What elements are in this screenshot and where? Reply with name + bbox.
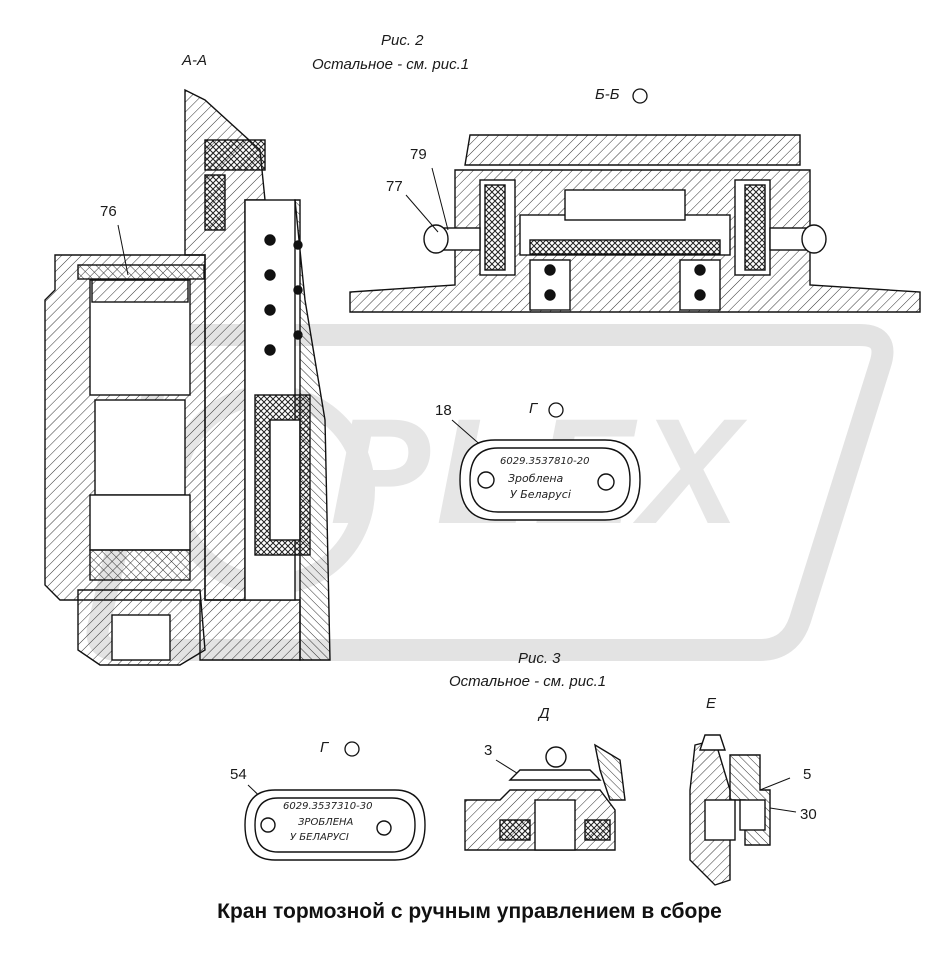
fig3-note: Остальное - см. рис.1 <box>449 673 607 690</box>
fig2-caption: Рис. 2 <box>381 32 424 49</box>
view-g-label-fig3: Г <box>320 739 329 756</box>
plate-bottom-line1: 6029.3537310-30 <box>283 801 373 812</box>
nameplate-top <box>459 439 641 521</box>
view-d-label: Д <box>539 705 550 722</box>
nameplate-bottom <box>244 789 426 861</box>
section-bb-drawing <box>349 134 921 313</box>
callout-18: 18 <box>435 402 452 419</box>
section-aa-drawing <box>44 88 331 666</box>
callout-54: 54 <box>230 766 247 783</box>
section-bb-label: Б-Б <box>595 86 620 103</box>
view-markers <box>344 88 648 757</box>
detail-e-drawing <box>689 734 771 886</box>
detail-d-drawing <box>464 743 626 851</box>
plate-top-line1: 6029.3537810-20 <box>500 456 590 467</box>
callout-77: 77 <box>386 178 403 195</box>
section-aa-label: А-А <box>182 52 208 69</box>
fig3-caption: Рис. 3 <box>518 650 561 667</box>
view-g-label-fig2: Г <box>529 400 538 417</box>
callout-3: 3 <box>484 742 493 759</box>
view-e-label: Е <box>706 695 717 712</box>
page-title: Кран тормозной с ручным управлением в сб… <box>217 900 722 923</box>
plate-top-line3: У Беларусі <box>510 488 571 501</box>
plate-top-line2: Зроблена <box>508 472 564 485</box>
fig2-note: Остальное - см. рис.1 <box>312 56 470 73</box>
callout-79: 79 <box>410 146 427 163</box>
callout-5: 5 <box>803 766 812 783</box>
callout-76: 76 <box>100 203 117 220</box>
plate-bottom-line2: ЗРОБЛЕНА <box>298 817 354 828</box>
callout-30: 30 <box>800 806 817 823</box>
plate-bottom-line3: У БЕЛАРУСІ <box>290 832 349 843</box>
